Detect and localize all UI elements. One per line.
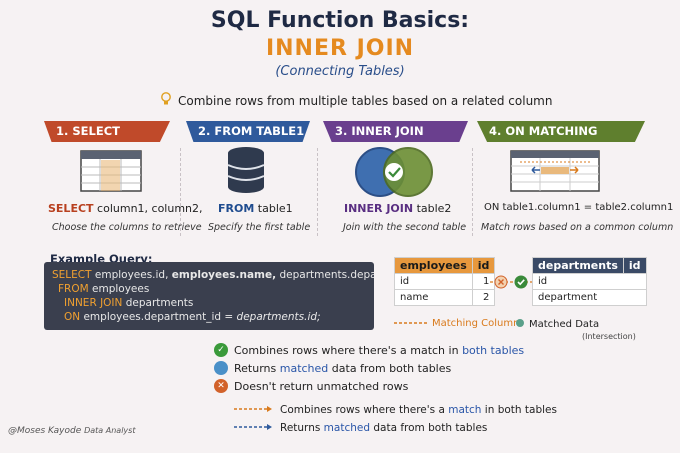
step-2-header: 2. FROM TABLE1 [186, 121, 310, 142]
step-1-header: 1. SELECT COLUMNS [44, 121, 170, 142]
table-cell: id [394, 273, 473, 290]
page-title-join: INNER JOIN [265, 36, 415, 61]
match-connector-icon [490, 274, 532, 294]
divider [472, 148, 473, 236]
query-line: SELECT employees.id, employees.name, dep… [52, 269, 374, 281]
orange-arrow-icon [234, 404, 274, 416]
step-2-code: FROM table1 [218, 202, 293, 215]
table-cell: id [532, 273, 647, 290]
bullet-item: ✓ Combines rows where there's a match in… [214, 343, 524, 357]
blue-arrow-icon [234, 422, 274, 434]
lightbulb-icon [160, 92, 172, 109]
dashed-line-icon [394, 318, 428, 329]
step-1-code: SELECT column1, column2, [48, 202, 203, 215]
divider [317, 148, 318, 236]
intro-text: Combine rows from multiple tables based … [178, 93, 553, 108]
cross-icon: ✕ [214, 379, 228, 393]
step-4-header: 4. ON MATCHING COLUMN [477, 121, 645, 142]
legend-matching: Matching Column [394, 318, 519, 329]
table-cell: 2 [471, 289, 496, 306]
bullet-item: Returns matched data from both tables [214, 361, 451, 375]
employees-header: employees [394, 257, 473, 274]
example-query-code: SELECT employees.id, employees.name, dep… [44, 262, 374, 330]
table-cell: name [394, 289, 473, 306]
step-2-desc: Specify the first table [208, 222, 311, 233]
cloud-icon [214, 361, 228, 375]
matching-rows-icon [510, 150, 600, 196]
page-title: SQL Function Basics: [210, 8, 470, 33]
step-1-desc: Choose the columns to retrieve [52, 222, 202, 233]
employees-id-header: id [471, 257, 496, 274]
step-3-desc: Join with the second table [343, 222, 467, 233]
divider [180, 148, 181, 236]
query-line: FROM employees [58, 283, 150, 295]
step-3-header: 3. INNER JOIN TABLE2 [323, 121, 468, 142]
intro-line: Combine rows from multiple tables based … [160, 92, 552, 109]
table-icon [80, 150, 142, 196]
step-4-desc: Match rows based on a common column [481, 222, 674, 233]
page-subtitle-paren: (Connecting Tables) [275, 64, 405, 79]
legend-matched: Matched Data [515, 318, 599, 331]
legend-intersection: (Intersection) [582, 332, 636, 341]
bullet-item: ✕ Doesn't return unmatched rows [214, 379, 408, 393]
step-4-code: ON table1.column1 = table2.column1 [484, 202, 674, 213]
author-credit: @Moses Kayode Data Analyst [8, 426, 136, 436]
departments-header: departments [532, 257, 624, 274]
footnote-item: Returns matched data from both tables [234, 422, 487, 434]
step-3-code: INNER JOIN table2 [344, 202, 452, 215]
query-line: ON employees.department_id = departments… [64, 311, 321, 323]
footnote-item: Combines rows where there's a match in b… [234, 404, 557, 416]
query-line: INNER JOIN departments [64, 297, 194, 309]
check-icon: ✓ [214, 343, 228, 357]
departments-id-header: id [622, 257, 647, 274]
matched-dot-icon [515, 318, 525, 331]
database-icon [226, 146, 266, 198]
table-cell: department [532, 289, 647, 306]
venn-icon [350, 146, 440, 202]
